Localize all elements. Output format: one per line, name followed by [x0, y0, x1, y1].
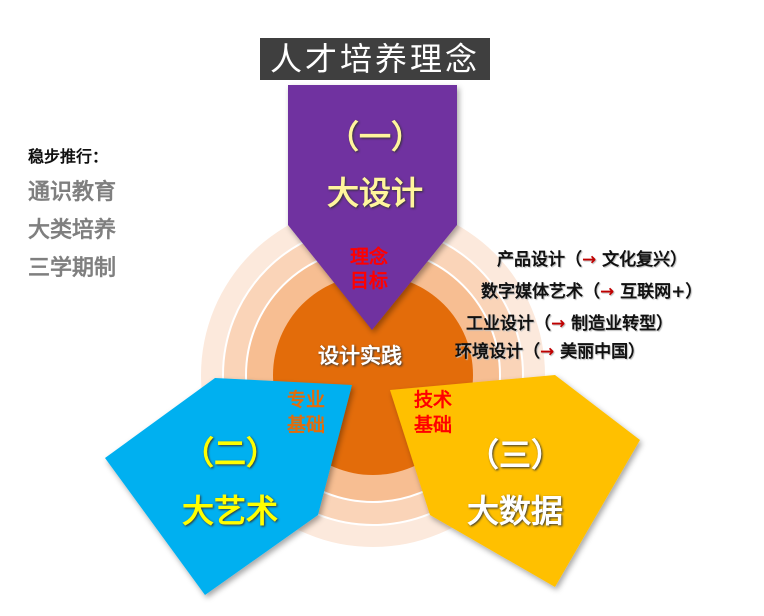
direction-field: 环境设计（ — [455, 342, 540, 362]
direction-target: 美丽中国） — [554, 342, 646, 362]
pillar-design-number: （一） — [326, 118, 423, 156]
label-line: 目标 — [350, 270, 389, 292]
label-line: 专业 — [287, 389, 326, 411]
pillar-art-label: 专业 基础 — [287, 388, 325, 438]
direction-target: 文化复兴） — [596, 250, 688, 270]
label-line: 理念 — [350, 246, 389, 268]
arrow-icon: → — [551, 314, 566, 334]
direction-target: 互联网+） — [614, 282, 703, 302]
pillar-art-number: （二） — [181, 434, 278, 472]
direction-field: 工业设计（ — [466, 314, 551, 334]
arrow-icon: → — [600, 282, 615, 302]
side-item: 通识教育 — [28, 180, 117, 205]
label-line: 基础 — [287, 414, 326, 436]
pillar-data-number: （三） — [466, 436, 563, 474]
label-line: 技术 — [414, 389, 453, 411]
pillar-data-shape — [390, 375, 640, 587]
direction-item: 工业设计（→ 制造业转型） — [466, 309, 673, 334]
pillar-design-name: 大设计 — [326, 174, 423, 212]
pillar-data-name: 大数据 — [466, 492, 563, 530]
center-label: 设计实践 — [318, 344, 402, 368]
pillar-art-name: 大艺术 — [181, 492, 278, 530]
pillar-data-label: 技术 基础 — [414, 388, 452, 438]
arrow-icon: → — [582, 250, 597, 270]
direction-item: 数字媒体艺术（→ 互联网+） — [481, 277, 702, 302]
label-line: 基础 — [414, 414, 453, 436]
side-heading: 稳步推行： — [28, 147, 109, 166]
pillar-design-label: 理念 目标 — [350, 245, 388, 293]
pillar-art-shape — [105, 378, 352, 595]
arrow-icon: → — [540, 342, 555, 362]
side-item: 三学期制 — [28, 256, 117, 281]
direction-field: 产品设计（ — [497, 250, 582, 270]
direction-target: 制造业转型） — [565, 314, 674, 334]
pillar-design-shape — [288, 85, 457, 330]
direction-item: 产品设计（→ 文化复兴） — [497, 245, 687, 270]
side-item: 大类培养 — [28, 218, 117, 243]
direction-field: 数字媒体艺术（ — [481, 282, 600, 302]
page-title: 人才培养理念 — [260, 38, 490, 80]
direction-item: 环境设计（→ 美丽中国） — [455, 337, 645, 362]
